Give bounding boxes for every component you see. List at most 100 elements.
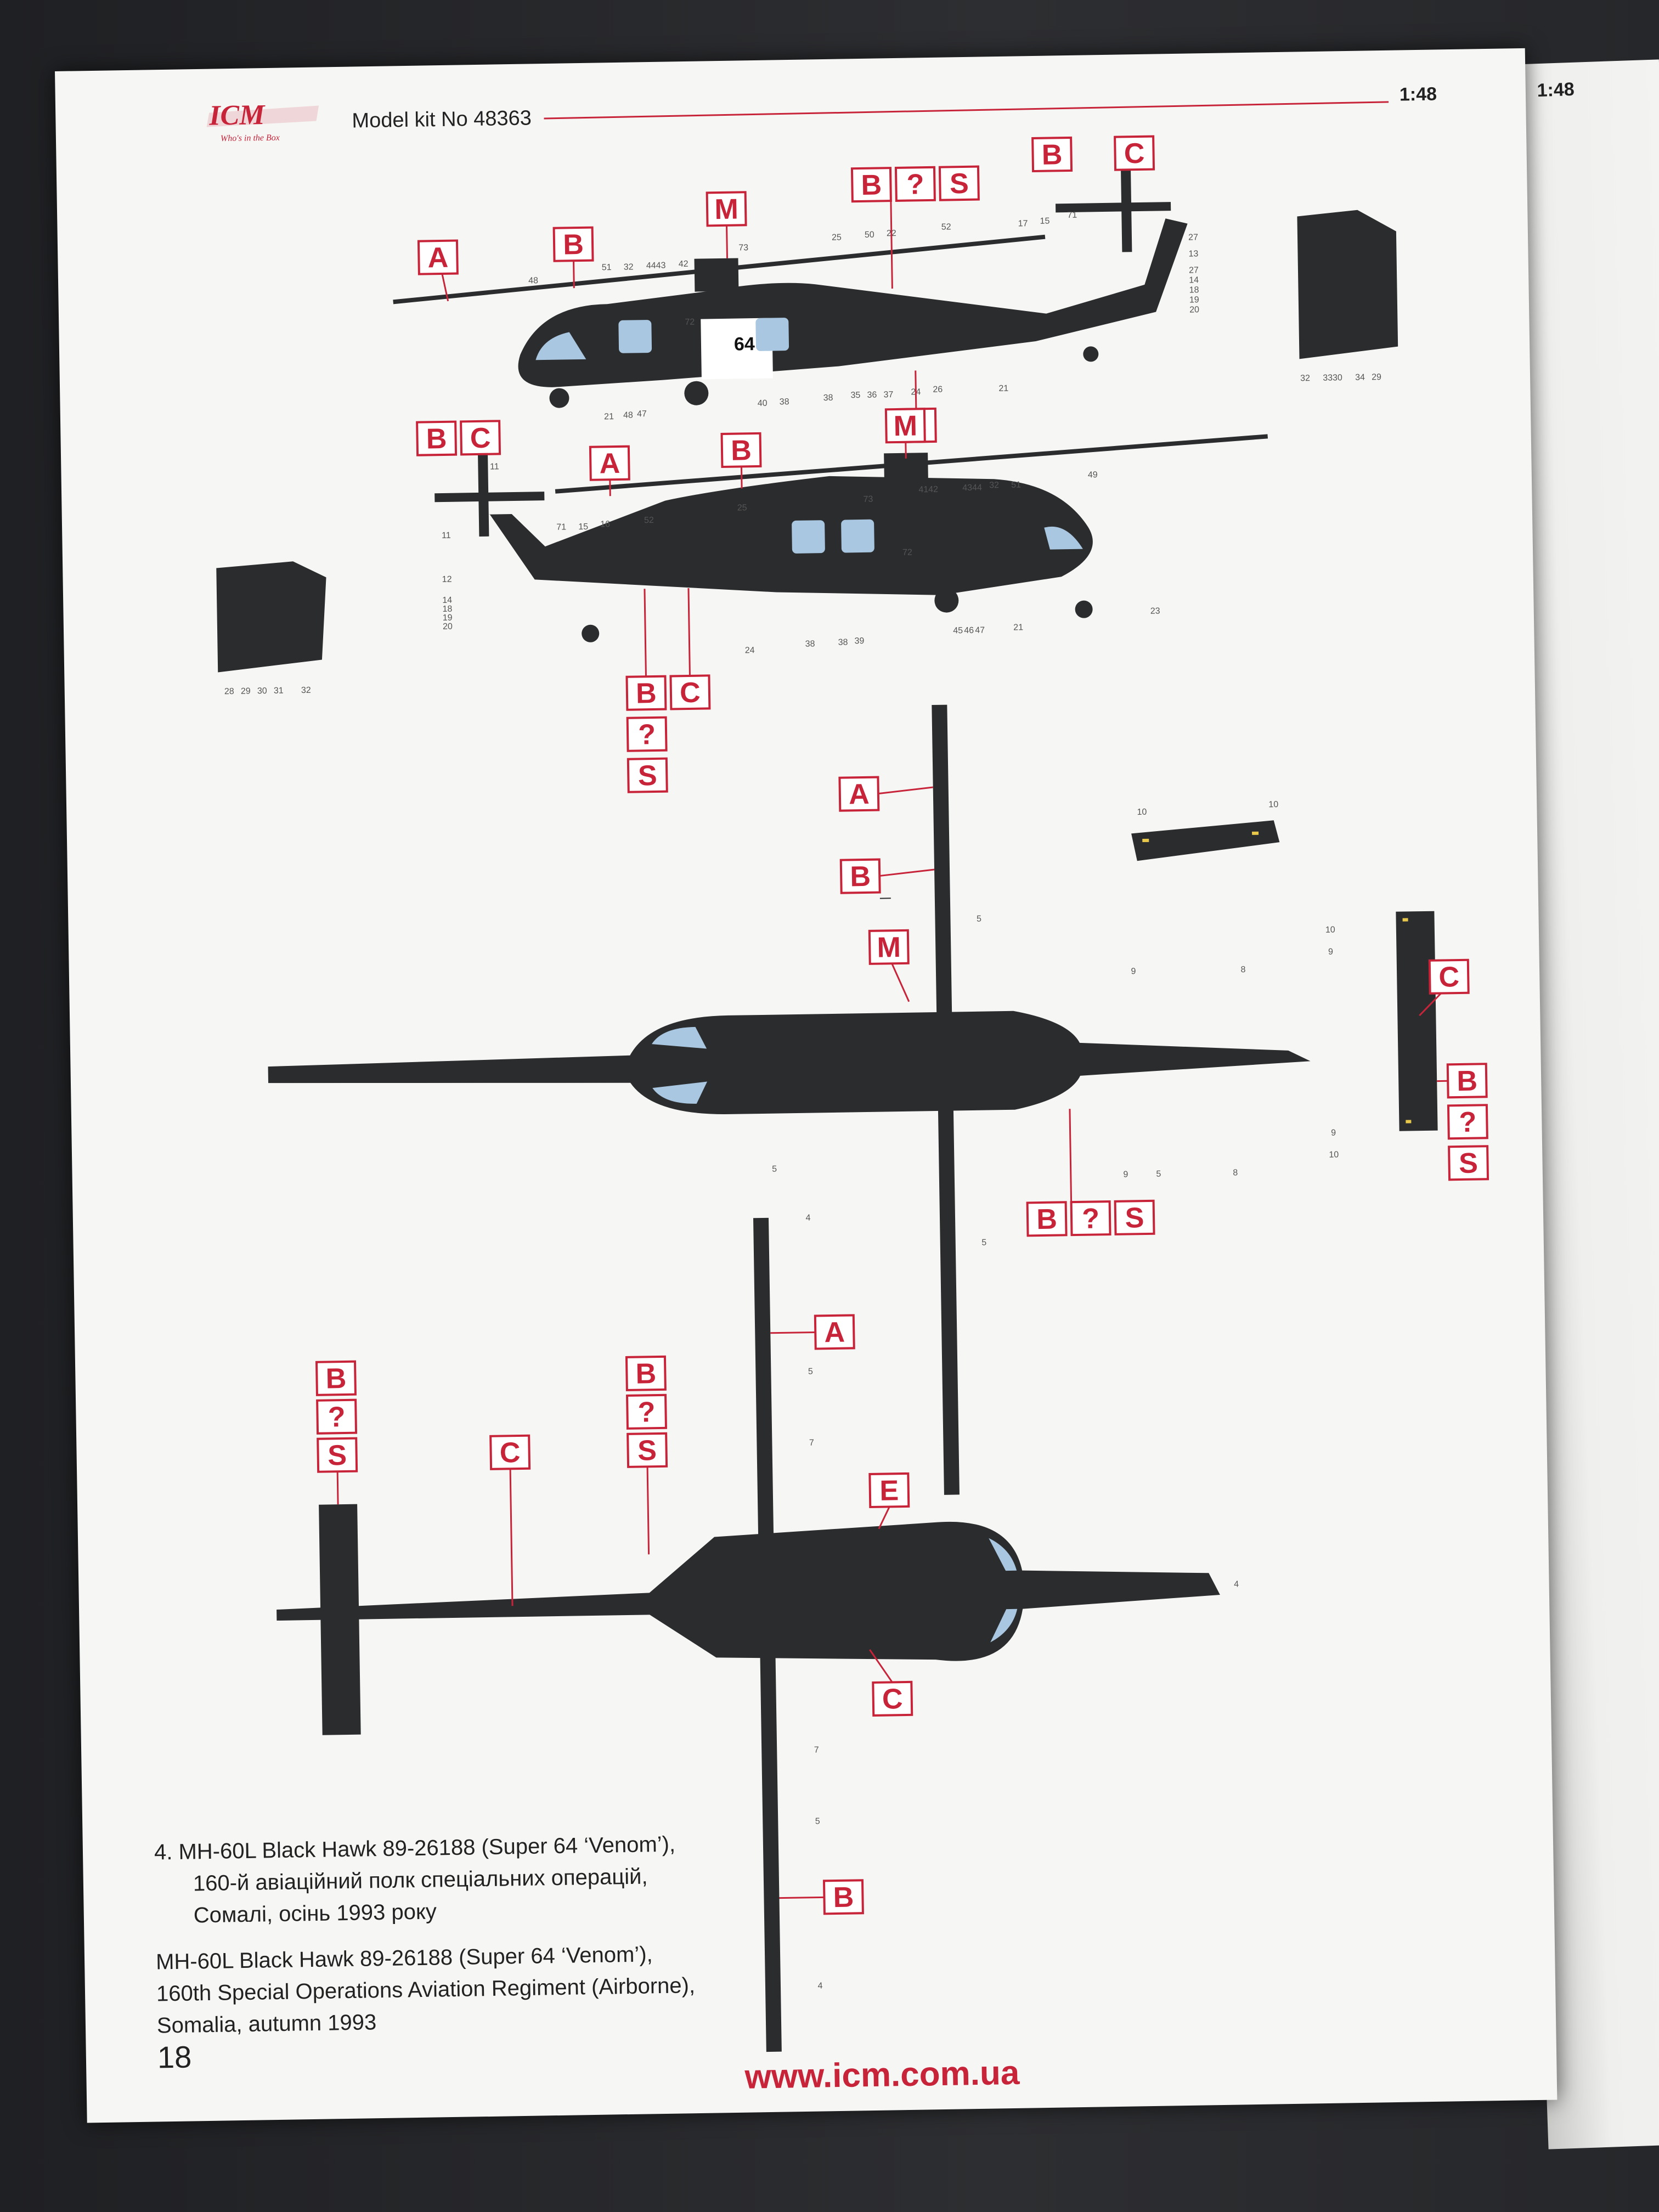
svg-text:26: 26 <box>933 385 943 394</box>
cockpit-window <box>535 332 586 360</box>
rotor-hub <box>694 258 739 292</box>
svg-text:A: A <box>824 1317 845 1349</box>
svg-text:39: 39 <box>854 636 864 646</box>
chin-window <box>989 1538 1017 1571</box>
part-numbers-view2: 11 11 71 15 16 52 25 73 4142 4344 32 51 … <box>442 462 1160 655</box>
svg-text:31: 31 <box>274 686 284 696</box>
svg-text:S: S <box>637 1435 657 1467</box>
svg-text:4344: 4344 <box>962 483 982 493</box>
decal-label-C-5: C <box>869 1649 913 1717</box>
svg-text:30: 30 <box>257 686 267 696</box>
svg-text:24: 24 <box>745 646 755 655</box>
svg-text:4: 4 <box>805 1214 810 1223</box>
svg-text:18: 18 <box>442 605 452 614</box>
svg-text:10: 10 <box>1137 808 1147 817</box>
caption-ukrainian: 4. MH-60L Black Hawk 89-26188 (Super 64 … <box>154 1829 677 1932</box>
rotor-blade-detail <box>1131 820 1280 861</box>
decal-label-BC-3: B C ? S <box>625 588 711 793</box>
side-view-right: 11 11 71 15 16 52 25 73 4142 4344 32 51 … <box>416 408 1268 793</box>
svg-text:27: 27 <box>1188 233 1198 242</box>
svg-text:19: 19 <box>443 613 453 623</box>
svg-text:71: 71 <box>1067 211 1077 220</box>
svg-text:21: 21 <box>604 412 614 421</box>
svg-text:29: 29 <box>241 687 251 696</box>
part-numbers-view4: 4 5 7 4 7 5 4 <box>805 1214 1239 1991</box>
svg-text:49: 49 <box>1088 470 1098 479</box>
svg-text:73: 73 <box>738 243 748 252</box>
decal-label-B-2: B <box>720 432 762 489</box>
svg-text:C: C <box>470 422 490 455</box>
nose-wheel <box>549 388 569 408</box>
header-rule <box>544 101 1389 120</box>
nose-wheel <box>1075 600 1093 618</box>
svg-text:S: S <box>638 760 658 792</box>
decal-label-M-1: M <box>706 191 747 258</box>
part-numbers-view1: 48 51 32 4443 42 73 25 50 22 52 17 15 71… <box>528 211 1199 422</box>
side-view-left: 64 48 51 32 4443 42 73 25 50 22 52 17 15… <box>393 135 1199 443</box>
tail-detail-1: 32 3330 34 29 <box>1297 210 1398 383</box>
decal-label-A-1: A <box>417 239 459 302</box>
svg-text:25: 25 <box>737 503 747 512</box>
instruction-page: ICM Who's in the Box Model kit No 48363 … <box>55 48 1558 2123</box>
svg-text:36: 36 <box>867 391 877 400</box>
svg-text:B: B <box>731 435 752 467</box>
svg-text:47: 47 <box>975 625 985 635</box>
svg-text:M: M <box>877 932 901 964</box>
decal-label-M-2: M <box>884 408 926 459</box>
svg-text:A: A <box>427 242 448 274</box>
svg-text:14: 14 <box>1189 275 1199 285</box>
svg-text:B: B <box>1457 1065 1477 1098</box>
side-window-2 <box>755 318 789 351</box>
svg-text:32: 32 <box>301 686 311 695</box>
svg-text:10: 10 <box>1325 926 1335 935</box>
svg-text:B: B <box>833 1882 854 1914</box>
decal-label-M-3: M <box>868 929 910 1002</box>
decal-label-BQS-3: B ? S <box>1437 1063 1489 1181</box>
top-view: 5 10 10 10 9 9 8 5 9 5 8 9 10 5 A B M C … <box>268 704 1489 1495</box>
svg-text:19: 19 <box>1189 295 1199 304</box>
horizontal-stabilizer <box>1396 911 1438 1131</box>
svg-text:?: ? <box>1082 1203 1100 1234</box>
svg-text:32: 32 <box>989 481 999 490</box>
svg-text:34: 34 <box>1355 373 1365 382</box>
svg-text:5: 5 <box>808 1367 813 1376</box>
svg-text:B: B <box>861 169 882 201</box>
fuselage-top <box>268 1011 1311 1114</box>
svg-text:5: 5 <box>772 1165 777 1174</box>
main-wheel <box>934 588 959 613</box>
website-url: www.icm.com.ua <box>744 2053 1020 2096</box>
svg-text:9: 9 <box>1328 947 1333 957</box>
svg-text:4142: 4142 <box>918 485 938 495</box>
svg-text:4443: 4443 <box>646 261 666 271</box>
svg-text:52: 52 <box>941 222 951 232</box>
side-window-2 <box>841 519 874 553</box>
tail-rotor-blade <box>435 492 545 503</box>
svg-text:9: 9 <box>1131 967 1136 976</box>
svg-text:C: C <box>1438 961 1459 994</box>
svg-text:9: 9 <box>1123 1170 1128 1180</box>
svg-text:18: 18 <box>1189 285 1199 295</box>
svg-text:S: S <box>1125 1202 1144 1234</box>
svg-text:35: 35 <box>850 391 860 400</box>
svg-text:B: B <box>1036 1204 1057 1236</box>
svg-text:11: 11 <box>490 462 499 471</box>
svg-text:20: 20 <box>1189 305 1199 314</box>
fuselage-number: 64 <box>734 334 755 355</box>
decal-label-BQS-5: B ? S <box>315 1360 358 1505</box>
svg-text:?: ? <box>1459 1107 1477 1138</box>
tail-wheel <box>1083 346 1099 362</box>
svg-text:38: 38 <box>823 393 833 403</box>
svg-text:72: 72 <box>902 548 912 557</box>
svg-text:8: 8 <box>1233 1168 1238 1177</box>
decal-label-A-4: A <box>770 1314 855 1350</box>
decal-label-BQS-6: B ? S <box>625 1355 668 1555</box>
svg-text:15: 15 <box>578 522 588 532</box>
tail-wheel <box>582 624 600 642</box>
svg-text:B: B <box>636 678 657 710</box>
fuselage <box>518 218 1188 387</box>
logo-text: ICM <box>208 99 266 132</box>
side-window-1 <box>792 520 825 554</box>
decal-label-BC-2: B C <box>416 420 501 456</box>
cargo-door-open <box>701 318 773 380</box>
svg-text:21: 21 <box>998 384 1008 393</box>
